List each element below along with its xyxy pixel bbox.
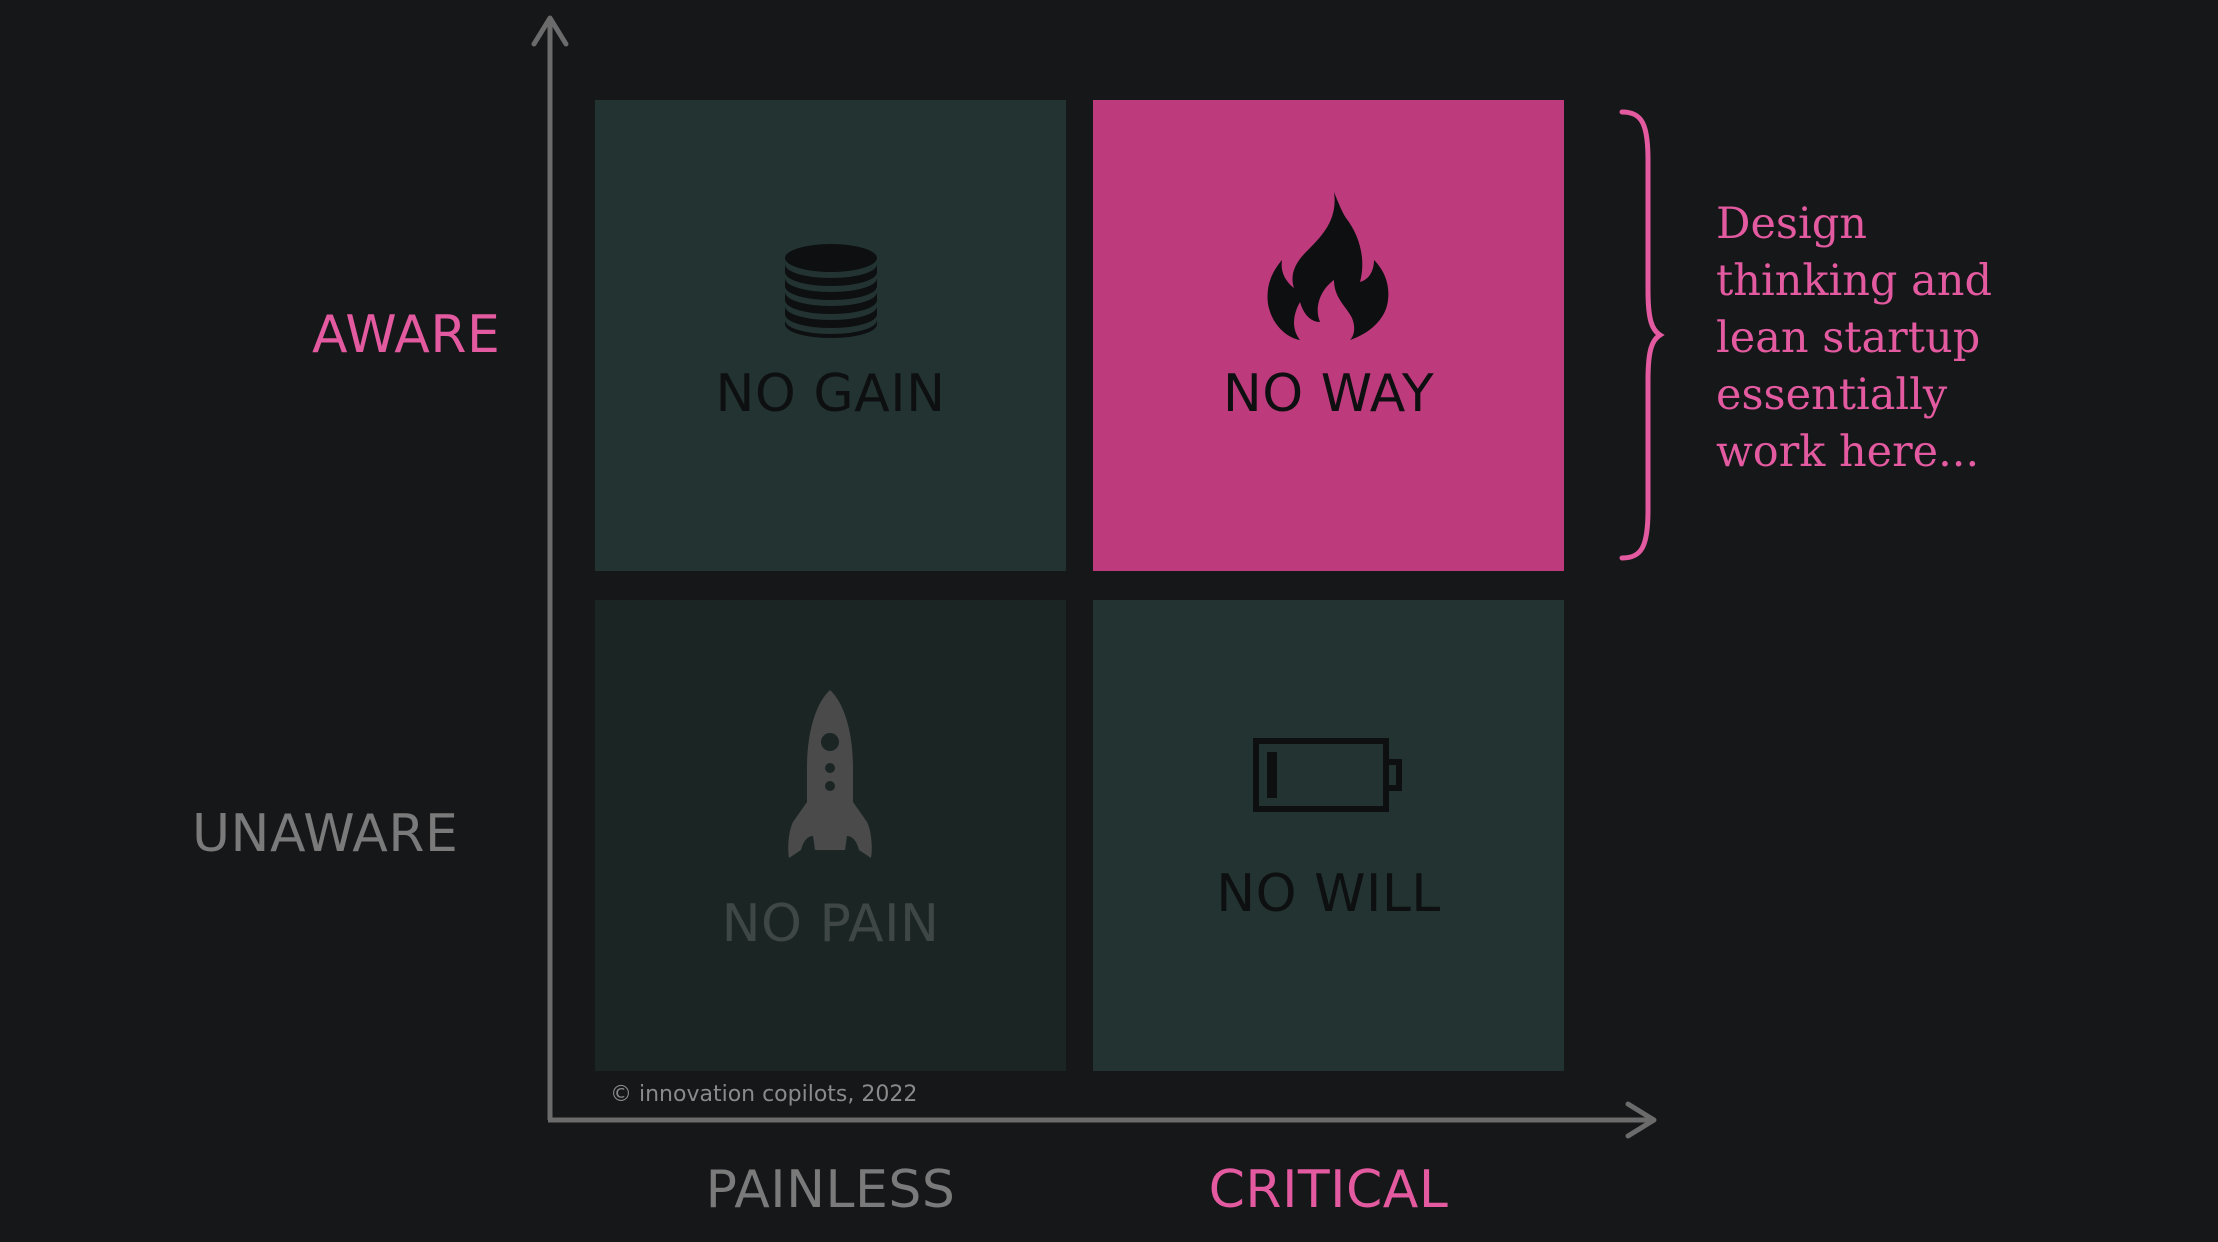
- y-axis-label-unaware: UNAWARE: [192, 804, 459, 864]
- rocket-icon: [788, 690, 872, 858]
- annotation-text: Design thinking and lean startup essenti…: [1716, 196, 2136, 481]
- annotation-line: lean startup: [1716, 313, 1981, 363]
- y-axis-label-aware: AWARE: [312, 305, 501, 365]
- flame-icon: [1267, 192, 1389, 340]
- quadrant-no-pain: NO PAIN: [595, 600, 1066, 1071]
- quadrant-no-will: NO WILL: [1093, 600, 1564, 1071]
- curly-brace: [1619, 109, 1665, 561]
- annotation-line: thinking and: [1716, 256, 1992, 306]
- x-axis-label-painless: PAINLESS: [705, 1160, 956, 1220]
- x-axis-label-critical: CRITICAL: [1208, 1160, 1449, 1220]
- coin-stack-icon: [785, 244, 877, 338]
- x-axis-arrowhead: [1625, 1101, 1657, 1139]
- low-battery-icon: [1253, 738, 1402, 812]
- quadrant-label-no-will: NO WILL: [1216, 864, 1441, 924]
- quadrant-label-no-way: NO WAY: [1222, 364, 1435, 424]
- copyright-notice: © innovation copilots, 2022: [610, 1082, 918, 1107]
- annotation-line: work here...: [1716, 427, 1980, 477]
- quadrant-no-gain: NO GAIN: [595, 100, 1066, 571]
- annotation-line: Design: [1716, 199, 1867, 249]
- quadrant-label-no-pain: NO PAIN: [721, 894, 940, 954]
- annotation-line: essentially: [1716, 370, 1948, 420]
- y-axis-arrowhead: [531, 15, 569, 47]
- quadrant-no-way: NO WAY: [1093, 100, 1564, 571]
- quadrant-label-no-gain: NO GAIN: [715, 364, 946, 424]
